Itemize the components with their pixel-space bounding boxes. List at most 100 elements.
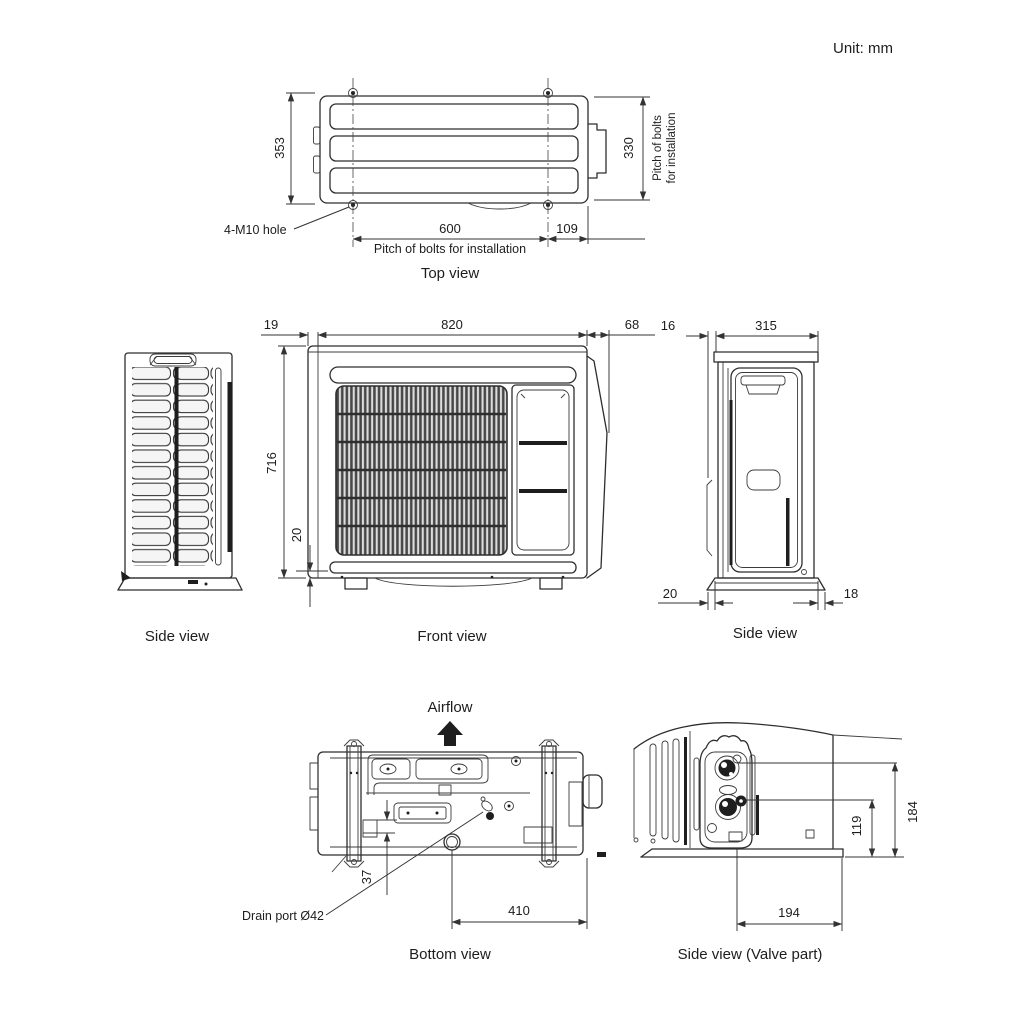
- dim-716: 716: [264, 345, 306, 579]
- top-view-caption: Top view: [421, 265, 480, 282]
- valve-side-ribs: [649, 731, 759, 848]
- dim-109-label: 109: [556, 221, 578, 236]
- front-body: [307, 345, 608, 579]
- valve-body-outline: [633, 722, 903, 849]
- front-right-panel: [511, 384, 575, 556]
- valve-lower: [715, 794, 747, 820]
- airflow-arrow-icon: [437, 721, 463, 746]
- slat-center-bar: [174, 367, 179, 566]
- front-right-slant-edge: [586, 355, 608, 579]
- fan-grille: [335, 385, 508, 556]
- side-right-base: [706, 577, 826, 591]
- pitch-note-side-line2: for installation: [666, 113, 678, 184]
- dim-716-label: 716: [264, 452, 279, 474]
- bottom-right-panel: [568, 781, 583, 827]
- left-tab-2: [313, 155, 321, 174]
- hole-callout: 4-M10 hole: [224, 206, 350, 237]
- dim-353-label: 353: [272, 137, 287, 159]
- dim-194-label: 194: [778, 905, 800, 920]
- dim-68: 68: [586, 317, 655, 433]
- bottom-mid-slot: [393, 802, 452, 824]
- front-bottom-strip: [329, 561, 577, 574]
- dim-20-front-label: 20: [289, 528, 304, 542]
- dim-600-109: 600 109: [352, 206, 645, 244]
- side-left-slot: [215, 367, 222, 566]
- dim-315: 315: [715, 318, 819, 352]
- top-slat-2: [329, 135, 579, 162]
- valve-base: [640, 848, 844, 858]
- dim-353: 353: [272, 92, 315, 205]
- front-feet: [344, 577, 563, 590]
- dim-20-base-label: 20: [663, 586, 677, 601]
- drain-note-label: Drain port Ø42: [242, 909, 324, 923]
- dim-119: 119: [849, 799, 876, 858]
- dim-16-label: 16: [661, 318, 675, 333]
- dim-119-label: 119: [849, 816, 864, 837]
- bottom-notch: [467, 202, 532, 210]
- front-view-caption: Front view: [417, 628, 486, 645]
- left-bump-1: [309, 762, 319, 790]
- valve-right-square: [805, 829, 815, 839]
- pitch-note-side-line1: Pitch of bolts: [652, 115, 664, 181]
- front-view: 19 820 68 716 20 Front view: [261, 317, 655, 645]
- side-view-right: 16 315 20 18 Side view: [658, 318, 858, 642]
- side-left-base: [117, 577, 243, 591]
- valve-view-caption: Side view (Valve part): [678, 946, 823, 963]
- dim-68-label: 68: [625, 317, 639, 332]
- valve-view: 119 184 194 Side view (Valve part): [633, 722, 920, 963]
- panel-bar-2: [519, 489, 567, 493]
- top-view-body: [313, 95, 607, 210]
- dim-37: 37: [359, 800, 391, 895]
- screw-1: [511, 756, 521, 766]
- dim-18-base: 18: [793, 581, 858, 610]
- bottom-view: Airflow: [242, 699, 606, 963]
- dim-19-label: 19: [264, 317, 278, 332]
- dim-20-front: 20: [289, 528, 328, 607]
- dim-315-label: 315: [755, 318, 777, 333]
- side-right-left-lip: [706, 479, 713, 557]
- front-top-strip: [329, 366, 577, 384]
- valve-cover-protrusion: [587, 123, 607, 179]
- bottom-valve-protrusion: [582, 774, 606, 857]
- side-left-slats-col2: [178, 367, 213, 566]
- hole-note-label: 4-M10 hole: [224, 223, 287, 237]
- left-bump-2: [309, 796, 319, 831]
- dim-410-label: 410: [508, 903, 530, 918]
- side-left-slats-col1: [132, 367, 175, 566]
- side-view-left: Side view: [117, 352, 243, 645]
- unit-label: Unit: mm: [833, 40, 893, 57]
- bottom-slots: [367, 754, 489, 796]
- drain-mark-arrow: [121, 571, 131, 581]
- dim-600-label: 600: [439, 221, 461, 236]
- dim-330-label: 330: [621, 137, 636, 159]
- dim-184: 184: [891, 762, 920, 858]
- dim-194: 194: [736, 849, 843, 931]
- side-left-edge-strip: [227, 382, 232, 552]
- side-view-right-caption: Side view: [733, 625, 797, 642]
- bottom-view-caption: Bottom view: [409, 946, 491, 963]
- drain-callout: Drain port Ø42: [242, 811, 484, 923]
- panel-bar-1: [519, 441, 567, 445]
- dim-820-label: 820: [441, 317, 463, 332]
- bottom-right-box: [523, 826, 553, 844]
- strap-left: [343, 739, 365, 868]
- pitch-note-bottom: Pitch of bolts for installation: [374, 242, 526, 256]
- screw-2: [504, 801, 514, 811]
- dim-18-base-label: 18: [844, 586, 858, 601]
- top-slat-1: [329, 103, 579, 130]
- top-slat-3: [329, 167, 579, 194]
- side-left-handle: [149, 353, 197, 367]
- dim-410: 410: [451, 850, 588, 929]
- side-right-strip-left: [729, 400, 733, 565]
- side-right-grip: [746, 469, 781, 491]
- valve-plate: [699, 735, 753, 849]
- airflow-label: Airflow: [427, 699, 472, 716]
- side-right-strip-right: [786, 498, 790, 566]
- dim-184-label: 184: [905, 801, 920, 823]
- dim-330: 330 Pitch of bolts for installation: [594, 96, 678, 201]
- drain-grommet: [480, 796, 494, 820]
- dim-37-label: 37: [359, 870, 374, 884]
- strap-right: [538, 739, 560, 868]
